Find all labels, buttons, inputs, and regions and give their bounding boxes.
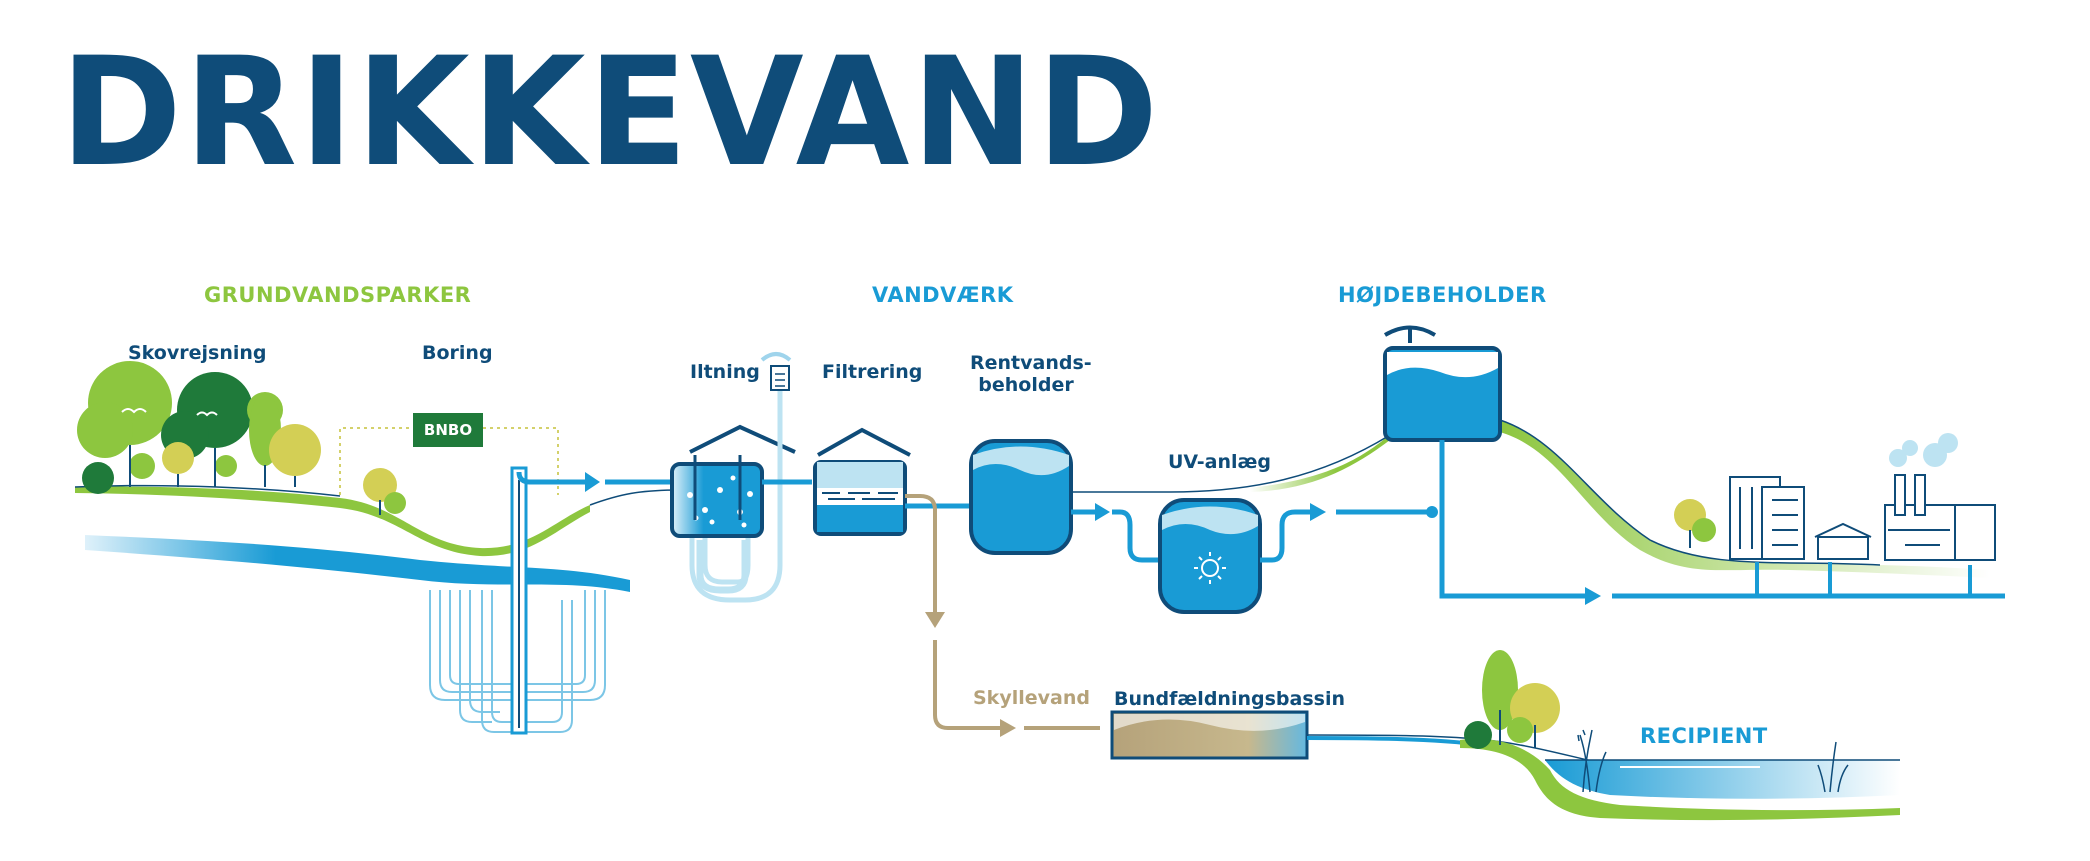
uv-tank-icon — [1158, 498, 1262, 614]
flow-arrow-2-icon — [1095, 503, 1110, 521]
borehole-icon — [429, 466, 606, 735]
smoke-icon — [1889, 433, 1958, 467]
reeds-icon — [1577, 729, 1849, 793]
small-tree-icon — [363, 468, 406, 515]
backwash-arrow-2-icon — [1000, 719, 1016, 737]
aeration-tank-icon — [670, 380, 796, 603]
water-tower-icon — [1383, 325, 1502, 442]
recipient-lake — [1460, 738, 1900, 821]
label-backwash: Skyllevand — [973, 687, 1090, 709]
city-icon — [1674, 474, 1996, 561]
pipe-to-uv — [1112, 509, 1160, 563]
pipe-uv-out — [1260, 509, 1310, 563]
settling-basin-icon — [1110, 710, 1309, 760]
label-clean-water-tank: Rentvands- beholder — [970, 352, 1092, 396]
backwash-pipe-2 — [933, 640, 1000, 730]
section-waterworks: VANDVÆRK — [872, 283, 1014, 307]
page-title: DRIKKEVAND — [60, 26, 1161, 200]
pipe-junction — [1426, 506, 1438, 518]
section-recipient: RECIPIENT — [1640, 724, 1768, 748]
label-aeration: Iltning — [690, 361, 760, 383]
vent-icon — [760, 352, 792, 391]
label-afforestation: Skovrejsning — [128, 342, 267, 364]
filter-tank-icon — [813, 427, 911, 536]
label-clean-water-tank-line2: beholder — [978, 374, 1074, 396]
clean-water-tank-icon — [969, 439, 1073, 555]
flow-arrow-icon — [585, 472, 600, 492]
hill-right — [1499, 419, 1990, 578]
raw-water-pipe — [516, 471, 585, 485]
label-settling-basin: Bundfældningsbassin — [1114, 688, 1345, 710]
section-groundwater-parks: GRUNDVANDSPARKER — [204, 283, 472, 307]
label-clean-water-tank-line1: Rentvands- — [970, 352, 1092, 374]
section-water-tower: HØJDEBEHOLDER — [1338, 283, 1547, 307]
forest-icon — [77, 361, 321, 494]
label-borehole: Boring — [422, 342, 493, 364]
backwash-pipe — [905, 494, 937, 612]
flow-arrow-4-icon — [1585, 587, 1601, 605]
groundwater-layer — [85, 535, 630, 592]
bnbo-badge: BNBO — [413, 413, 483, 447]
backwash-arrow-icon — [925, 612, 945, 628]
distribution-pipe — [1439, 440, 1585, 599]
label-uv-plant: UV-anlæg — [1168, 451, 1272, 473]
recipient-trees-icon — [1464, 650, 1560, 749]
flow-arrow-3-icon — [1310, 503, 1326, 521]
label-filtration: Filtrering — [822, 361, 923, 383]
hill-line-left — [1169, 434, 1391, 493]
house-connections — [1755, 562, 1972, 596]
